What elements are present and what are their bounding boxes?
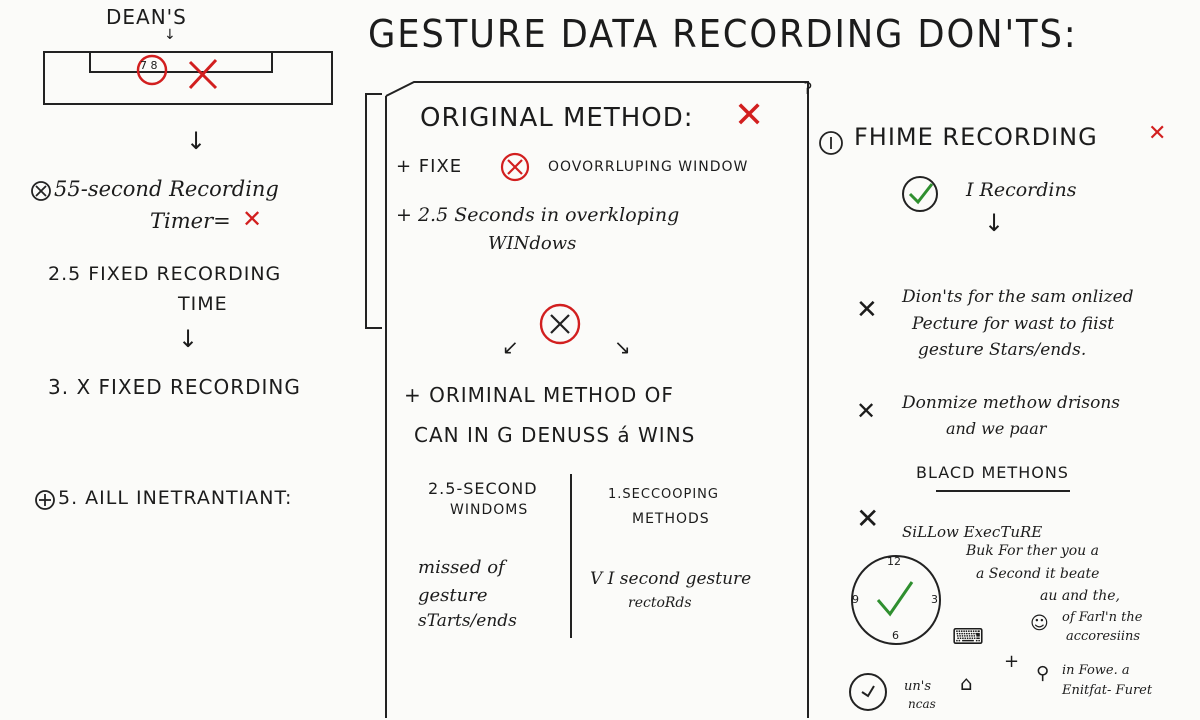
method-box [385, 81, 809, 718]
right-note-6: in Fowe. a [1062, 663, 1130, 678]
col2-body-a: V I second gesture [590, 569, 752, 589]
col1-body-b: gesture [418, 585, 488, 606]
clock-12: 12 [887, 555, 901, 568]
right-x1-a: Dion'ts for the sam onlized [902, 287, 1134, 307]
page-title: GESTURE DATA RECORDING DON'TS: [368, 12, 1078, 56]
right-note-2: a Second it beate [976, 566, 1100, 582]
right-x3: SiLLow ExecTuRE [902, 523, 1043, 541]
left-bracket [365, 93, 382, 329]
red-x-icon: ✕ [734, 95, 765, 136]
middle-line-2a: + 2.5 Seconds in overkloping [396, 204, 680, 226]
down-arrow-icon: ↓ [178, 325, 199, 353]
right-heading: FHIME RECORDING [854, 123, 1098, 151]
right-x1-b: Pecture for wast to fiist [912, 314, 1115, 334]
right-note-1: Buk For ther you a [966, 543, 1099, 559]
middle-heading: ORIGINAL METHOD: [420, 103, 694, 133]
middle-line-3a: + ORIMINAL METHOD OF [404, 383, 674, 407]
circle-x-icon [31, 181, 51, 201]
column-divider [570, 474, 572, 638]
clock-icon [851, 555, 941, 645]
left-item-1b: Timer= [150, 209, 231, 233]
clock-3: 3 [931, 593, 938, 606]
col1-heading-b: WINDOMS [450, 502, 529, 518]
right-x2-b: and we paar [946, 419, 1047, 438]
col2-heading-a: 1.SECCOOPING [608, 487, 719, 502]
right-note-7: Enitfat- Furet [1062, 683, 1153, 698]
bar-text: 7 8 [140, 59, 158, 72]
search-icon: ⚲ [1036, 663, 1050, 684]
circle-plus-icon [35, 490, 55, 510]
col2-heading-b: METHODS [632, 511, 710, 527]
right-note-5: accoresiins [1066, 629, 1141, 644]
down-arrow-icon: ↓ [164, 27, 176, 43]
red-x-icon: ✕ [1148, 121, 1167, 146]
x-icon: ✕ [856, 502, 880, 535]
small-label-b: ncas [908, 697, 936, 711]
col1-body-c: sTarts/ends [418, 611, 517, 631]
circle-info-icon [819, 131, 843, 155]
clock-6: 6 [892, 629, 899, 642]
left-item-1: 55-second Recording [54, 177, 279, 201]
arrow-down-left-icon: ↙ [502, 335, 519, 359]
x-icon: ✕ [856, 295, 878, 325]
house-icon: ⌂ [960, 671, 973, 695]
right-x1-c: gesture Stars/ends. [918, 340, 1087, 360]
user-badge-icon: ☺ [1030, 613, 1049, 634]
right-note-4: of Farl'n the [1062, 610, 1143, 625]
down-arrow-icon: ↓ [984, 209, 1005, 237]
left-item-4: 5. AILL INETRANTIANT: [58, 487, 293, 509]
green-check-icon [902, 176, 938, 212]
middle-line-2b: WINdows [488, 233, 577, 254]
left-item-2b: TIME [178, 293, 228, 315]
right-x2-a: Donmize methow drisons [902, 393, 1121, 413]
small-label-a: un's [904, 679, 931, 694]
col1-heading-a: 2.5-SECOND [428, 479, 538, 498]
underline [936, 490, 1070, 492]
col2-body-b: rectoRds [628, 595, 692, 611]
middle-line-3b: CAN IN G DENUSS á WINS [414, 423, 696, 447]
small-clock-icon [849, 673, 887, 711]
right-blacd: BLACD METHONS [916, 463, 1069, 482]
arrow-down-right-icon: ↘ [614, 335, 631, 359]
col1-body-a: missed of [418, 557, 505, 578]
left-item-2a: 2.5 FIXED RECORDING [48, 263, 282, 285]
red-x-icon: ✕ [242, 205, 263, 233]
x-icon: ✕ [856, 397, 877, 425]
left-item-3: 3. X FIXED RECORDING [48, 375, 301, 399]
dean-label: DEAN'S [106, 5, 187, 29]
middle-line-1a: + FIXE [396, 156, 463, 177]
recording-bar-diagram [43, 51, 333, 105]
right-note-3: au and the, [1040, 588, 1120, 604]
red-circle-x-icon [500, 152, 530, 182]
red-circle-x-icon [539, 303, 581, 345]
squiggle-mark: ʔ [804, 79, 813, 98]
down-arrow-icon: ↓ [186, 127, 207, 155]
right-check-text: I Recordins [966, 179, 1077, 201]
middle-line-1b: OOVORRLUPING WINDOW [548, 159, 749, 175]
device-icon: ⌨ [952, 625, 984, 650]
plus-sign: + [1004, 651, 1020, 672]
clock-9: 9 [852, 593, 859, 606]
